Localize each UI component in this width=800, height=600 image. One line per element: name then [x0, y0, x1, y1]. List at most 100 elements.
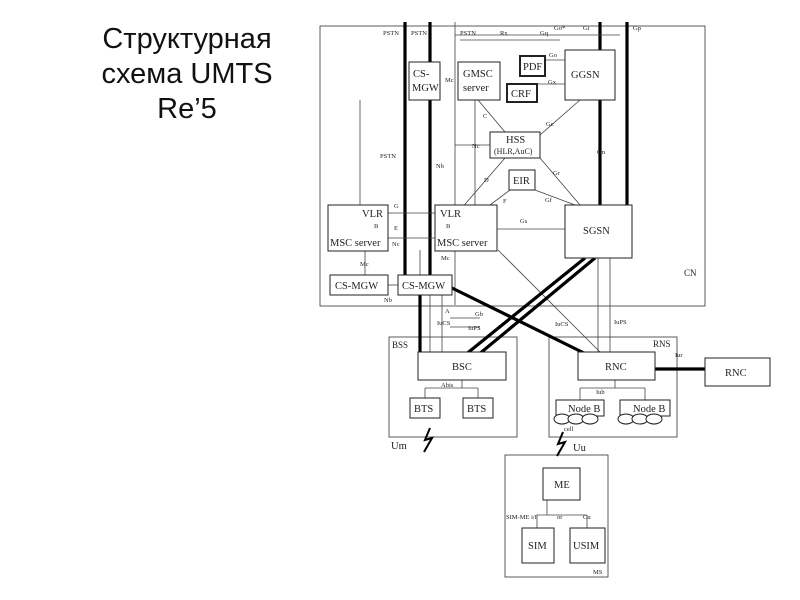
cn-area — [319, 25, 706, 307]
gmsc-label-2: server — [463, 83, 489, 94]
gf-line — [534, 189, 576, 206]
nc2-label: Nc — [392, 241, 400, 248]
f-label: F — [503, 198, 507, 205]
rnc-label: RNC — [605, 362, 627, 373]
cs-mgw-left-box — [329, 274, 389, 296]
ms-label: MS — [593, 569, 603, 576]
eir-box — [508, 169, 536, 191]
gc-label: Gc — [546, 121, 554, 128]
pstn-label-left: PSTN — [380, 153, 396, 160]
sgsn-box — [564, 204, 633, 259]
bts-2-box — [462, 397, 494, 419]
iucs2-label: IuCS — [555, 321, 569, 328]
go-label: Go — [549, 52, 557, 59]
gs-label: Gs — [520, 218, 528, 225]
e-label: E — [394, 225, 398, 232]
usim-box — [569, 527, 606, 564]
b-left-label: B — [374, 223, 379, 230]
gx-label: Gx — [548, 79, 557, 86]
uu-label: Uu — [573, 443, 587, 454]
nb-top-label: Nb — [436, 163, 444, 170]
rnc-external-box — [704, 357, 771, 387]
vlr-left-label: VLR — [362, 209, 383, 220]
gp-label: Gp — [633, 25, 641, 32]
iur-label: Iur — [675, 352, 683, 359]
d-label: D — [484, 177, 489, 184]
sim-box — [521, 527, 555, 564]
pdf-label: PDF — [523, 62, 542, 73]
bss-area — [388, 336, 518, 438]
gmsc-server-box — [457, 61, 501, 101]
gmsc-label-1: GMSC — [463, 69, 493, 80]
msc-server-left-box — [327, 204, 389, 252]
uu-radio-link — [556, 431, 568, 457]
rns-area — [548, 336, 678, 438]
c-label: C — [483, 113, 487, 120]
cn-label: CN — [684, 268, 697, 278]
msc-server-mid-box — [434, 204, 498, 252]
sim-me-label: SIM-ME i/f — [506, 514, 538, 521]
or-label: or — [557, 514, 563, 521]
nc-label: Nc — [472, 143, 480, 150]
msc-left-label: MSC server — [330, 238, 381, 249]
gi-label: Gi — [583, 25, 590, 32]
mc-top-label: Mc — [445, 77, 454, 84]
node-b-1-cell-3 — [581, 413, 599, 425]
c-line — [477, 99, 506, 133]
pstn-label-1: PSTN — [383, 30, 399, 37]
sim-label: SIM — [528, 541, 547, 552]
b-mid-label: B — [446, 223, 451, 230]
pstn-label-3: PSTN — [460, 30, 476, 37]
crf-box — [506, 83, 538, 103]
cell-label: cell — [564, 426, 574, 433]
gc-line — [539, 99, 581, 136]
slide-title: Структурная схема UMTS Re’5 — [72, 22, 302, 127]
abis-label: Abis — [441, 382, 454, 389]
gr-label: Gr — [553, 170, 561, 177]
cs-mgw-top-box — [408, 61, 441, 101]
node-b-1-label: Node B — [568, 404, 600, 415]
rnc-external-label: RNC — [725, 368, 747, 379]
pdf-box — [519, 55, 546, 77]
um-label: Um — [391, 441, 407, 452]
f-line — [489, 189, 511, 206]
iups-label: IuPS — [468, 325, 481, 332]
pstn-label-2: PSTN — [411, 30, 427, 37]
g-label: G — [394, 203, 399, 210]
sgsn-rnc-iups-line — [497, 249, 601, 353]
sgsn-bsc-link-2 — [476, 256, 597, 357]
iups2-label: IuPS — [614, 319, 627, 326]
gr-line — [539, 157, 581, 206]
title-line-3: Re’5 — [157, 93, 217, 125]
bts-1-label: BTS — [414, 404, 433, 415]
gf-label: Gf — [545, 197, 553, 204]
gb-label: Gb — [475, 311, 483, 318]
node-b-2-cell-3 — [645, 413, 663, 425]
cs-mgw-mid-label: CS-MGW — [402, 281, 445, 292]
cu-label: Cu — [583, 514, 591, 521]
me-box — [542, 467, 581, 501]
node-b-2-label: Node B — [633, 404, 665, 415]
um-radio-link — [423, 427, 435, 453]
rx-label: Rx — [500, 30, 508, 37]
vlr-mid-label: VLR — [440, 209, 461, 220]
nb-bottom-label: Nb — [384, 297, 392, 304]
go-star-label: Go* — [554, 25, 565, 32]
sgsn-bsc-link-1 — [463, 256, 587, 357]
bts-1-box — [409, 397, 441, 419]
msc-mid-label: MSC server — [437, 238, 488, 249]
title-line-2: схема UMTS — [101, 58, 273, 90]
rns-label: RNS — [653, 339, 671, 349]
eir-label: EIR — [513, 176, 530, 187]
bsc-box — [417, 351, 507, 381]
gq-label: Gq — [540, 30, 549, 37]
sgsn-label: SGSN — [583, 226, 610, 237]
hss-label-2: (HLR,AuC) — [494, 147, 533, 156]
crf-label: CRF — [511, 89, 531, 100]
bsc-label: BSC — [452, 362, 472, 373]
usim-label: USIM — [573, 541, 600, 552]
a-label: A — [445, 308, 450, 315]
cs-mgw-mid-box — [397, 274, 453, 296]
hss-box — [489, 131, 541, 159]
